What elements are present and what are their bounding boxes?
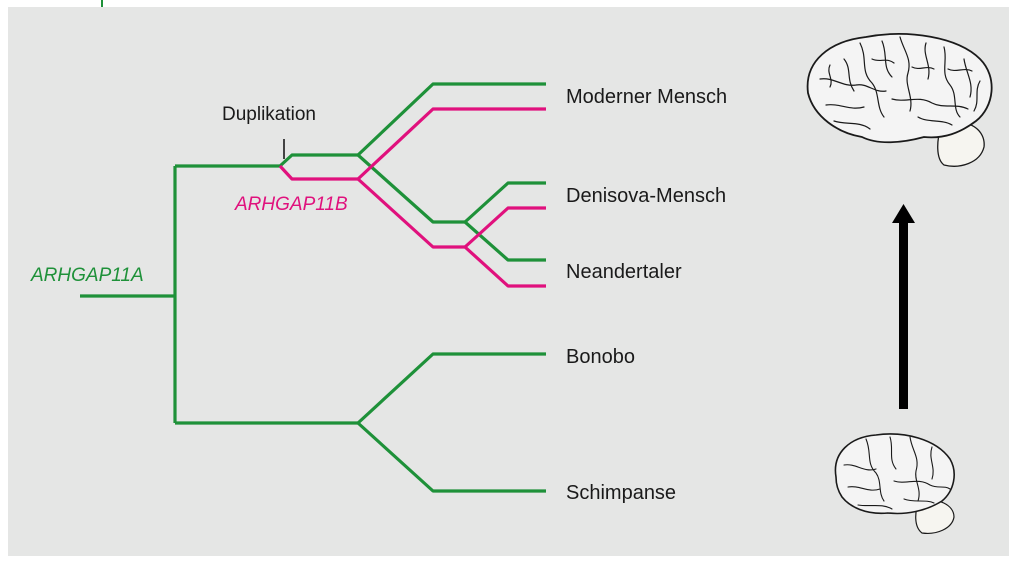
taxon-label-bonobo: Bonobo — [566, 346, 635, 368]
gene-b-tree — [278, 107, 546, 288]
duplication-label: Duplikation — [222, 104, 316, 125]
branch-archaic-ancestor — [356, 153, 465, 224]
branch-schimpanse — [356, 421, 546, 493]
branch-b-denisova — [463, 206, 546, 249]
brain-large-icon — [806, 33, 993, 167]
frame-edge-tick — [101, 0, 103, 11]
arrow-up-icon — [892, 204, 915, 409]
branch-bonobo — [356, 352, 546, 425]
branch-moderner-mensch — [356, 82, 546, 157]
branch-neandertaler — [463, 220, 546, 262]
taxon-label-moderner-mensch: Moderner Mensch — [566, 86, 727, 108]
gene-a-label: ARHGAP11A — [30, 265, 144, 286]
gene-a-tree — [80, 82, 546, 493]
duplicate-origin — [278, 164, 358, 181]
branch-b-archaic — [356, 177, 465, 249]
brain-small-icon — [834, 433, 955, 534]
branch-denisova — [463, 181, 546, 224]
branch-b-neandertaler — [463, 245, 546, 288]
gene-b-label: ARHGAP11B — [234, 194, 348, 215]
phylogeny-figure: Duplikation ARHGAP11B ARHGAP11A Moderner… — [8, 7, 1009, 556]
taxon-label-schimpanse: Schimpanse — [566, 482, 676, 504]
phylogeny-svg: Duplikation ARHGAP11B ARHGAP11A Moderner… — [30, 33, 993, 534]
taxon-label-denisova-mensch: Denisova-Mensch — [566, 185, 726, 207]
taxon-label-neandertaler: Neandertaler — [566, 261, 682, 283]
branch-to-duplication — [175, 153, 358, 168]
branch-b-moderner-mensch — [356, 107, 546, 181]
